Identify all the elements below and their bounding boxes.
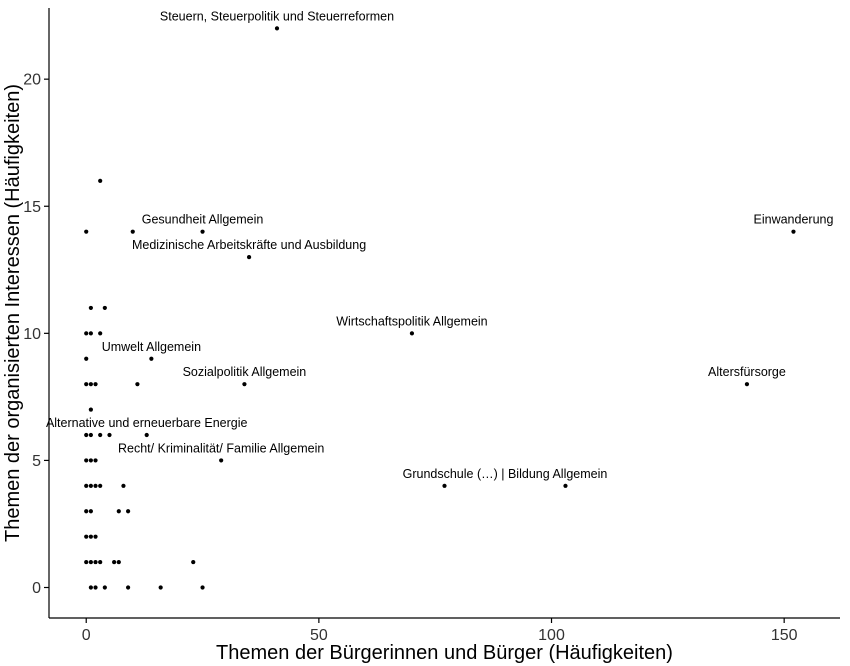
data-point — [200, 229, 205, 234]
data-point — [88, 382, 93, 387]
point-label: Gesundheit Allgemein — [142, 213, 264, 227]
data-point — [84, 509, 89, 514]
data-point — [93, 382, 98, 387]
point-label: Umwelt Allgemein — [102, 340, 201, 354]
data-point — [84, 458, 89, 463]
point-label: Einwanderung — [754, 213, 834, 227]
y-axis-title: Themen der organisierten Interessen (Häu… — [2, 84, 24, 542]
data-point — [191, 559, 196, 565]
data-point — [126, 509, 131, 514]
data-point — [84, 432, 89, 438]
data-point — [121, 483, 126, 488]
data-point — [93, 483, 98, 488]
data-point — [102, 585, 107, 590]
data-point — [126, 585, 131, 590]
y-tick-label: 5 — [32, 453, 41, 470]
axis-ticks: 0 50 100 150 0 5 10 15 20 — [23, 72, 797, 644]
data-point — [158, 585, 163, 590]
data-point — [246, 254, 252, 260]
data-point — [98, 559, 103, 565]
data-point — [88, 305, 93, 311]
x-tick-label: 50 — [310, 627, 328, 644]
data-point — [88, 559, 93, 565]
data-point — [442, 483, 447, 488]
y-tick-label: 15 — [23, 199, 41, 216]
data-point — [84, 229, 89, 234]
data-point — [274, 26, 280, 31]
point-label: Steuern, Steuerpolitik und Steuerreforme… — [160, 9, 394, 23]
data-point — [107, 432, 112, 438]
point-label: Grundschule (…) | Bildung Allgemein — [403, 467, 608, 481]
point-label: Recht/ Kriminalität/ Familie Allgemein — [118, 441, 324, 455]
point-label: Medizinische Arbeitskräfte und Ausbildun… — [132, 238, 366, 252]
data-point — [98, 178, 103, 183]
data-point — [93, 585, 98, 590]
y-tick-label: 10 — [23, 326, 41, 343]
data-point — [88, 458, 93, 463]
data-points — [84, 26, 796, 590]
data-point — [98, 331, 103, 336]
data-point — [84, 483, 89, 488]
data-point — [84, 356, 89, 361]
data-point — [88, 407, 93, 412]
data-point — [88, 585, 93, 590]
data-point — [93, 534, 98, 539]
point-labels: Steuern, Steuerpolitik und Steuerreforme… — [46, 9, 834, 481]
data-point — [144, 432, 149, 438]
data-point — [200, 585, 205, 590]
data-point — [88, 432, 93, 438]
data-point — [409, 331, 415, 336]
data-point — [98, 432, 103, 438]
data-point — [88, 331, 93, 336]
data-point — [88, 534, 93, 539]
data-point — [791, 229, 796, 234]
point-label: Sozialpolitik Allgemein — [183, 365, 307, 379]
data-point — [93, 458, 98, 463]
data-point — [744, 382, 750, 387]
data-point — [242, 382, 247, 387]
data-point — [93, 559, 98, 565]
data-point — [116, 559, 121, 565]
data-point — [130, 229, 135, 234]
x-tick-label: 0 — [82, 627, 91, 644]
data-point — [135, 382, 140, 387]
data-point — [116, 509, 121, 514]
data-point — [88, 509, 93, 514]
x-tick-label: 150 — [771, 627, 798, 644]
data-point — [102, 305, 107, 311]
data-point — [88, 483, 93, 488]
point-label: Wirtschaftspolitik Allgemein — [336, 314, 487, 328]
data-point — [563, 483, 568, 488]
y-tick-label: 20 — [23, 72, 41, 89]
y-tick-label: 0 — [32, 580, 41, 597]
point-label: Alternative und erneuerbare Energie — [46, 416, 248, 430]
data-point — [149, 356, 154, 361]
x-tick-label: 100 — [538, 627, 565, 644]
data-point — [84, 382, 89, 387]
data-point — [98, 483, 103, 488]
axes — [48, 8, 840, 619]
data-point — [84, 559, 89, 565]
data-point — [219, 458, 224, 463]
data-point — [84, 534, 89, 539]
x-axis-title: Themen der Bürgerinnen und Bürger (Häufi… — [216, 642, 673, 664]
data-point — [112, 559, 117, 565]
data-point — [84, 331, 89, 336]
point-label: Altersfürsorge — [708, 365, 786, 379]
